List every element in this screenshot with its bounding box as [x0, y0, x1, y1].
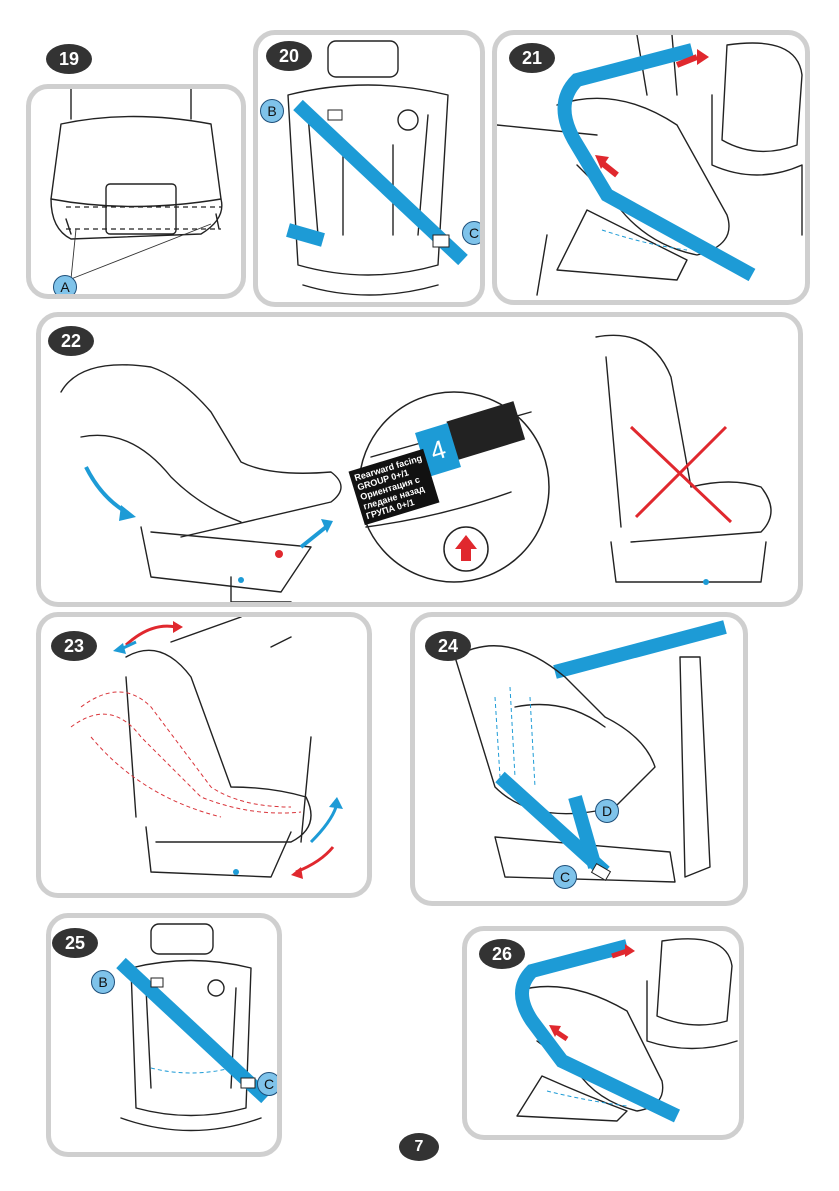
panel-step-23: 23: [36, 612, 372, 898]
seat-side-rear-facing-belted-illustration: [497, 35, 805, 300]
callout-c-2: C: [553, 865, 577, 889]
callout-b-2: B: [91, 970, 115, 994]
page-number: 7: [399, 1133, 439, 1161]
panel-step-26: 26: [462, 926, 744, 1140]
panel-step-20: 20 B C: [253, 30, 485, 307]
callout-c: C: [462, 221, 485, 245]
step-badge-21: 21: [509, 43, 555, 73]
step-badge-19: 19: [46, 44, 92, 74]
callout-a: A: [53, 275, 77, 299]
step-badge-20: 20: [266, 41, 312, 71]
seat-rear-facing-installed-illustration: [415, 617, 743, 901]
seat-front-belted-illustration: [258, 35, 480, 302]
step-badge-23: 23: [51, 631, 97, 661]
step-badge-26: 26: [479, 939, 525, 969]
panel-step-19: A: [26, 84, 246, 299]
panel-step-22: 4 Rearward facing GROUP 0+/1 Ориентация …: [36, 312, 803, 607]
callout-b: B: [260, 99, 284, 123]
callout-c-3: C: [257, 1072, 281, 1096]
callout-d: D: [595, 799, 619, 823]
seat-recline-adjust-illustration: [41, 617, 367, 893]
panel-step-21: 21: [492, 30, 810, 305]
panel-step-24: 24 D C: [410, 612, 748, 906]
seat-base-illustration: [31, 89, 241, 294]
step-badge-25: 25: [52, 928, 98, 958]
step-badge-24: 24: [425, 631, 471, 661]
step-badge-22: 22: [48, 326, 94, 356]
